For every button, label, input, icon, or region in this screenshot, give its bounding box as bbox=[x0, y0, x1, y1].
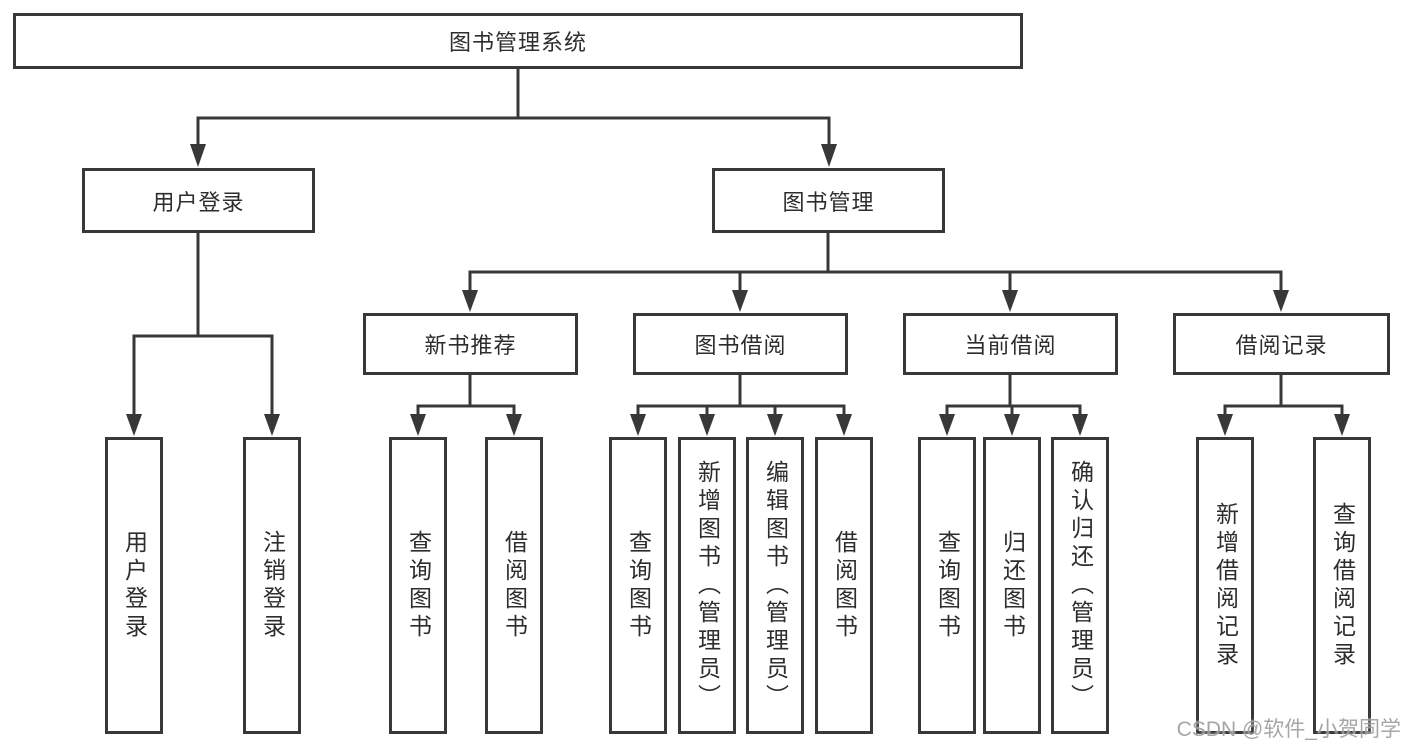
leaf-query-book-3: 查询图书 bbox=[918, 437, 976, 734]
leaf-query-borrow-record: 查询借阅记录 bbox=[1313, 437, 1371, 734]
connector-root-to-level2 bbox=[190, 69, 837, 167]
node-root-system: 图书管理系统 bbox=[13, 13, 1023, 69]
leaf-borrow-book-1: 借阅图书 bbox=[485, 437, 543, 734]
node-label: 查询图书 bbox=[625, 529, 652, 642]
connector-book-management-branch bbox=[462, 233, 1289, 312]
connector-borrow-record-branch bbox=[1217, 375, 1350, 436]
leaf-query-book-1: 查询图书 bbox=[389, 437, 447, 734]
connector-current-borrow-branch bbox=[939, 375, 1088, 436]
node-book-management: 图书管理 bbox=[712, 168, 945, 233]
leaf-logout: 注销登录 bbox=[243, 437, 301, 734]
node-label: 新书推荐 bbox=[424, 333, 517, 358]
csdn-watermark: CSDN @软件_小贺同学 bbox=[1176, 718, 1401, 741]
node-label: 查询借阅记录 bbox=[1329, 501, 1356, 670]
node-label: 编辑图书（管理员） bbox=[762, 459, 789, 712]
node-new-book-recommend: 新书推荐 bbox=[363, 313, 578, 375]
node-borrow-record: 借阅记录 bbox=[1173, 313, 1390, 375]
node-label: 借阅图书 bbox=[501, 529, 528, 642]
node-label: 查询图书 bbox=[405, 529, 432, 642]
leaf-query-book-2: 查询图书 bbox=[609, 437, 667, 734]
node-label: 当前借阅 bbox=[964, 333, 1057, 358]
connector-book-borrow-branch bbox=[630, 375, 852, 436]
node-label: 注销登录 bbox=[259, 529, 286, 642]
node-label: 借阅图书 bbox=[831, 529, 858, 642]
node-book-borrow: 图书借阅 bbox=[633, 313, 848, 375]
node-label: 用户登录 bbox=[121, 529, 148, 642]
node-label: 图书管理 bbox=[782, 189, 875, 215]
node-label: 新增图书（管理员） bbox=[694, 459, 721, 712]
node-label: 用户登录 bbox=[152, 189, 245, 215]
leaf-edit-book-admin: 编辑图书（管理员） bbox=[746, 437, 804, 734]
leaf-add-borrow-record: 新增借阅记录 bbox=[1196, 437, 1254, 734]
node-label: 图书借阅 bbox=[694, 333, 787, 358]
leaf-add-book-admin: 新增图书（管理员） bbox=[678, 437, 736, 734]
node-user-login: 用户登录 bbox=[82, 168, 315, 233]
leaf-user-login: 用户登录 bbox=[105, 437, 163, 734]
node-label: 查询图书 bbox=[934, 529, 961, 642]
node-label: 新增借阅记录 bbox=[1212, 501, 1239, 670]
node-label: 借阅记录 bbox=[1235, 333, 1328, 358]
connector-user-login-branch bbox=[126, 233, 280, 436]
node-label: 确认归还（管理员） bbox=[1067, 459, 1094, 712]
node-current-borrow: 当前借阅 bbox=[903, 313, 1118, 375]
node-label: 归还图书 bbox=[999, 529, 1026, 642]
node-label: 图书管理系统 bbox=[448, 30, 587, 55]
leaf-borrow-book-2: 借阅图书 bbox=[815, 437, 873, 734]
leaf-return-book: 归还图书 bbox=[983, 437, 1041, 734]
leaf-confirm-return-admin: 确认归还（管理员） bbox=[1051, 437, 1109, 734]
connector-new-book-branch bbox=[410, 375, 522, 436]
